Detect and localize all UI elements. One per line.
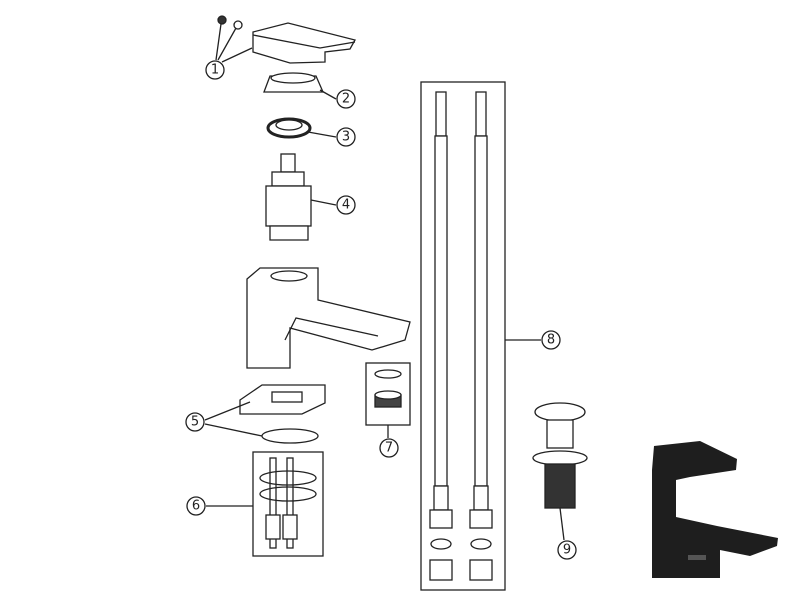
callout-number: 4: [342, 198, 350, 213]
aerator-part: [365, 362, 411, 438]
callout-9: 9: [557, 540, 577, 560]
tap-body-part: [246, 267, 411, 369]
product-image: [652, 441, 778, 578]
fixing-kit-part: [206, 451, 324, 557]
handle-part: [215, 15, 356, 64]
cartridge-part: [265, 153, 337, 241]
callout-number: 2: [342, 92, 350, 107]
callout-number: 3: [342, 130, 350, 145]
callout-1: 1: [205, 60, 225, 80]
shroud-part: [263, 72, 337, 100]
callout-number: 8: [547, 333, 555, 348]
base-plate-part: [204, 384, 326, 444]
hoses-part: [420, 81, 541, 591]
callout-8: 8: [541, 330, 561, 350]
callout-number: 1: [211, 63, 219, 78]
callout-number: 9: [563, 543, 571, 558]
callout-number: 7: [385, 441, 393, 456]
nut-part: [266, 117, 337, 139]
callout-number: 6: [192, 499, 200, 514]
callout-number: 5: [191, 415, 199, 430]
callout-6: 6: [186, 496, 206, 516]
callout-2: 2: [336, 89, 356, 109]
waste-part: [532, 402, 588, 541]
callout-7: 7: [379, 438, 399, 458]
callout-3: 3: [336, 127, 356, 147]
callout-4: 4: [336, 195, 356, 215]
callout-5: 5: [185, 412, 205, 432]
